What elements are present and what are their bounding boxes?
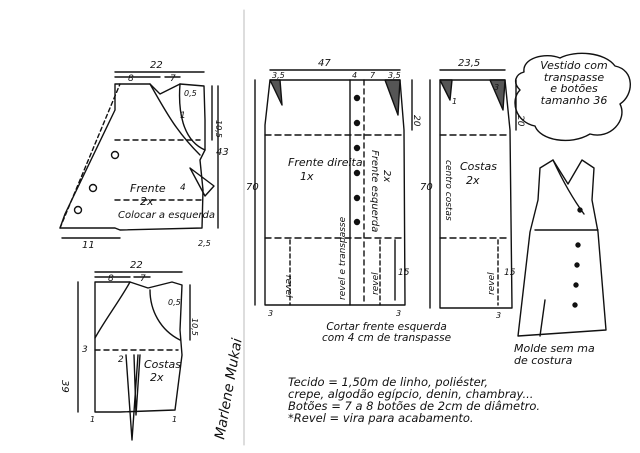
button-mark bbox=[353, 194, 361, 202]
back-skirt-name: Costas bbox=[460, 160, 497, 173]
dim-label: 0,5 bbox=[168, 298, 181, 307]
dim-label: 3,5 bbox=[388, 71, 401, 80]
button-mark bbox=[574, 262, 580, 268]
dim-label: 70 bbox=[246, 182, 259, 193]
title-cloud bbox=[514, 52, 631, 142]
front-bodice-name: Frente bbox=[130, 182, 166, 195]
cut-note-line: com 4 cm de transpasse bbox=[322, 332, 452, 345]
title-line: transpasse bbox=[543, 70, 605, 84]
fabric-note-line: *Revel = vira para acabamento. bbox=[288, 411, 474, 426]
dim-label: 3,5 bbox=[272, 71, 285, 80]
front-skirt-right-label: Frente direita bbox=[288, 156, 363, 169]
front-skirt-revel: revel bbox=[283, 275, 293, 298]
dim-label: 3 bbox=[494, 83, 499, 92]
cut-note: Cortar frente esquerda com 4 cm de trans… bbox=[322, 321, 452, 345]
dim-label: 70 bbox=[420, 182, 433, 193]
button-mark bbox=[577, 207, 583, 213]
front-skirt-transpasse: revel e transpasse bbox=[338, 216, 348, 300]
dim-label: 11 bbox=[82, 240, 95, 251]
dim-label: 3 bbox=[82, 345, 88, 355]
dim-label: 15 bbox=[504, 268, 516, 278]
dim-label: 1 bbox=[90, 415, 95, 424]
back-skirt-fold: centro costas bbox=[443, 160, 453, 221]
dim-label: 4 bbox=[352, 71, 357, 80]
fabric-note-line: crepe, algodão egípcio, denin, chambray.… bbox=[288, 387, 534, 402]
dim-label: 2,5 bbox=[198, 239, 211, 248]
dim-label: 20 bbox=[411, 115, 421, 127]
front-bodice-piece bbox=[59, 71, 219, 239]
front-skirt-revel: revel bbox=[371, 272, 381, 295]
dim-label: 43 bbox=[216, 147, 229, 158]
button-mark bbox=[353, 144, 361, 152]
dim-label: 22 bbox=[150, 60, 163, 71]
dim-label: 20 bbox=[515, 115, 525, 127]
front-bodice-qty: 2x bbox=[140, 195, 154, 208]
dim-label: 2 bbox=[118, 355, 124, 365]
dress-sketch bbox=[517, 159, 607, 337]
title-line: tamanho 36 bbox=[540, 93, 608, 107]
cut-note-line: Cortar frente esquerda bbox=[326, 321, 447, 333]
molde-note: Molde sem ma de costura bbox=[514, 343, 595, 366]
back-bodice-name: Costas bbox=[144, 358, 181, 371]
dim-label: 3 bbox=[496, 311, 501, 320]
front-skirt-left-qty: 2x bbox=[381, 170, 392, 182]
dim-label: 8 bbox=[108, 274, 114, 284]
dim-label: 47 bbox=[318, 58, 331, 69]
dim-label: 10,5 bbox=[190, 318, 199, 336]
button-mark bbox=[573, 282, 579, 288]
back-bodice-qty: 2x bbox=[150, 371, 164, 384]
dim-label: 7 bbox=[170, 74, 176, 84]
dim-label: 1 bbox=[172, 415, 177, 424]
front-bodice-note: Colocar a esquerda bbox=[118, 210, 215, 221]
dim-label: 15 bbox=[398, 268, 410, 278]
dim-label: 23,5 bbox=[458, 58, 480, 69]
dim-label: 7 bbox=[370, 71, 376, 80]
back-bodice-piece bbox=[77, 271, 191, 441]
back-skirt-qty: 2x bbox=[466, 174, 480, 187]
molde-line: Molde sem ma bbox=[514, 342, 595, 355]
button-mark bbox=[353, 169, 361, 177]
dim-label: 22 bbox=[130, 260, 143, 271]
front-skirt-buttons bbox=[353, 94, 361, 226]
fabric-note-line: Tecido = 1,50m de linho, poliéster, bbox=[288, 375, 488, 389]
dim-label: 8 bbox=[128, 74, 134, 84]
button-mark bbox=[353, 119, 361, 127]
fabric-note-line: Botões = 7 a 8 botões de 2cm de diâmetro… bbox=[288, 399, 541, 414]
signature: Marlene Mukai bbox=[212, 337, 246, 441]
front-skirt-piece bbox=[254, 69, 413, 306]
button-mark bbox=[353, 218, 361, 226]
dim-label: 10,5 bbox=[214, 120, 223, 138]
dim-label: 3 bbox=[268, 309, 273, 318]
back-skirt-piece bbox=[429, 69, 517, 309]
dim-label: 3 bbox=[396, 309, 401, 318]
molde-line: de costura bbox=[514, 353, 573, 367]
dim-label: 4 bbox=[180, 183, 186, 193]
button-mark bbox=[353, 94, 361, 102]
fabric-notes: Tecido = 1,50m de linho, poliéster, crep… bbox=[288, 376, 540, 424]
dim-label: 0,5 bbox=[184, 89, 197, 98]
button-mark bbox=[572, 302, 578, 308]
dim-label: 7 bbox=[140, 274, 146, 284]
dim-label: 1 bbox=[452, 97, 457, 106]
button-mark bbox=[575, 242, 581, 248]
front-skirt-right-qty: 1x bbox=[300, 170, 314, 183]
front-skirt-left-label: Frente esquerda bbox=[369, 150, 380, 232]
title-block: Vestido com transpasse e botões tamanho … bbox=[514, 60, 634, 106]
dim-label: 1 bbox=[180, 111, 186, 121]
dim-label: 39 bbox=[59, 380, 70, 393]
back-skirt-revel: revel bbox=[487, 272, 497, 295]
title-line: e botões bbox=[550, 82, 598, 96]
title-line: Vestido com bbox=[540, 59, 608, 72]
